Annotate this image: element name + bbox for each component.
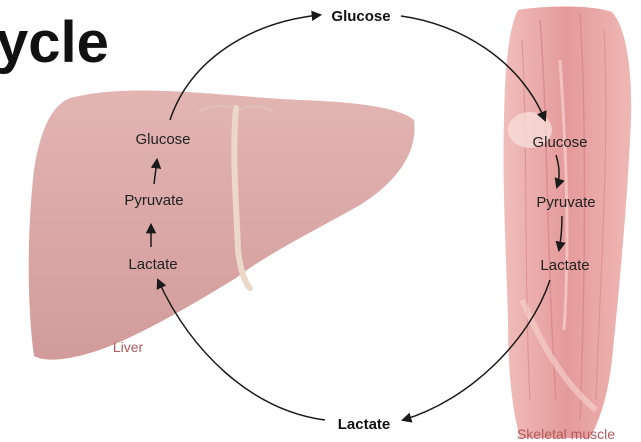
liver-lactate-label: Lactate [128,256,177,273]
bottom-lactate-label: Lactate [338,416,391,433]
muscle-lactate-label: Lactate [540,257,589,274]
page-title: ycle [0,10,109,75]
liver-pyruvate-label: Pyruvate [124,192,183,209]
top-glucose-label: Glucose [331,8,390,25]
muscle-pyruvate-label: Pyruvate [536,194,595,211]
skeletal-muscle-label: Skeletal muscle [517,426,615,442]
liver-label: Liver [113,339,144,355]
muscle-glucose-label: Glucose [532,134,587,151]
skeletal-muscle-illustration [503,7,631,439]
liver-glucose-label: Glucose [135,131,190,148]
liver-illustration [29,91,415,360]
